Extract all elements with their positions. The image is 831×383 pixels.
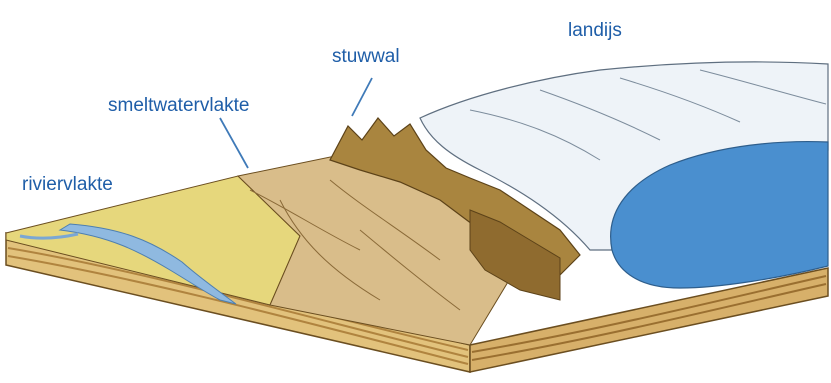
label-smeltwatervlakte: smeltwatervlakte [108,95,250,117]
label-stuwwal: stuwwal [332,46,400,68]
leader-line-stuwwal [352,78,372,116]
leader-line-smeltwatervlakte [220,118,248,168]
label-landijs: landijs [568,20,622,42]
label-riviervlakte: riviervlakte [22,174,113,196]
